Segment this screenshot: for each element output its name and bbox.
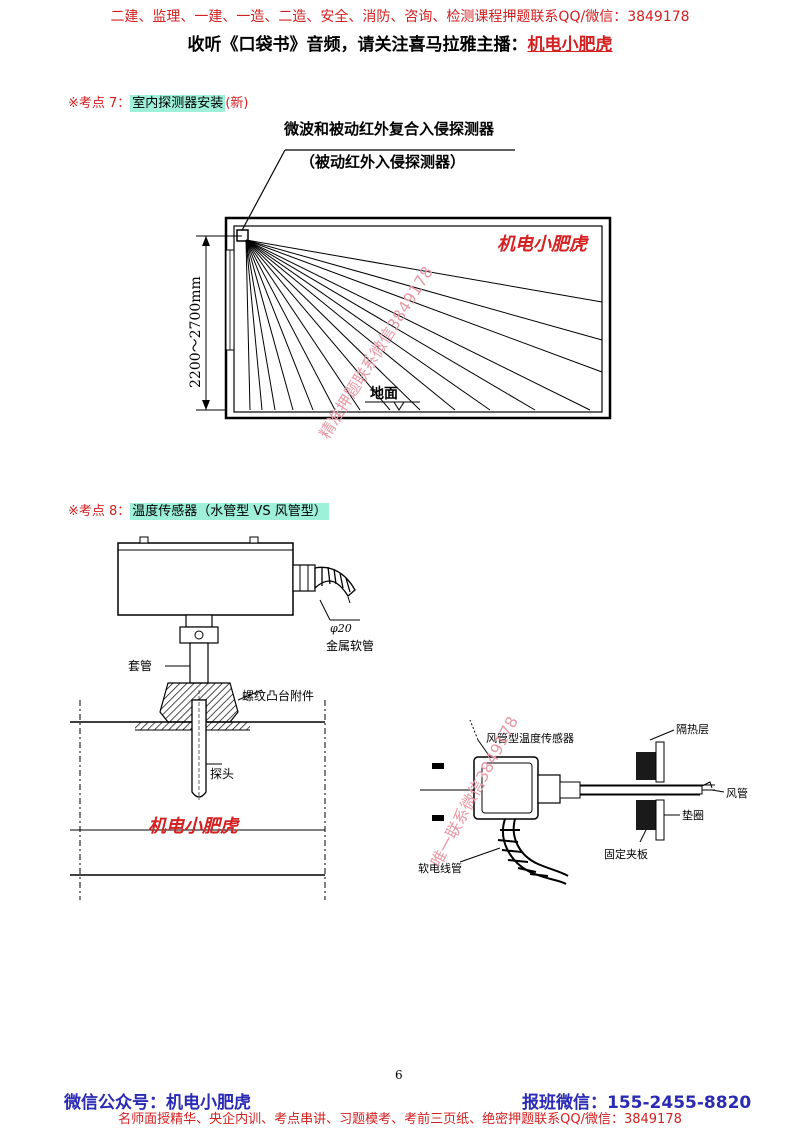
kp8-title: 温度传感器（水管型 VS 风管型）	[130, 503, 329, 520]
boss-label: 螺纹凸台附件	[242, 688, 314, 703]
sleeve-label: 套管	[128, 658, 152, 673]
kp8-heading: ※考点 8：温度传感器（水管型 VS 风管型）	[68, 500, 329, 520]
clamp-block	[636, 800, 656, 830]
kp8-duct-figure: 风管型温度传感器 隔热层 风管 垫圈 固定夹板 软电线管	[418, 719, 748, 885]
hose-diameter: φ20	[330, 622, 352, 635]
kp7-watermark-diagonal: 精准押题联系微信3849178	[315, 263, 437, 442]
kp8-prefix: ※考点 8：	[68, 504, 131, 519]
sleeve	[189, 642, 209, 684]
header-line-2-text: 收听《口袋书》音频，请关注喜马拉雅主播：	[187, 35, 528, 55]
page-number: 6	[395, 1068, 403, 1082]
clamp-label: 固定夹板	[604, 847, 648, 861]
kp7-label-sub: （被动红外入侵探测器）	[300, 153, 465, 171]
header-brand: 机电小肥虎	[527, 35, 613, 55]
height-dimension: 2200～2700mm	[188, 276, 204, 388]
sensor-housing	[117, 542, 294, 616]
gasket-label: 垫圈	[682, 808, 704, 822]
probe	[191, 699, 207, 798]
kp7-heading: ※考点 7：室内探测器安装(新)	[68, 92, 249, 112]
kp7-figure: 微波和被动红外复合入侵探测器 （被动红外入侵探测器） 2200～2700mm 地…	[188, 120, 612, 442]
kp7-watermark-brand: 机电小肥虎	[497, 234, 590, 255]
duct-sensor-body	[473, 756, 539, 820]
footer-class-wechat: 报班微信：155-2455-8820	[522, 1093, 752, 1113]
footer-line-2: 名师面授精华、央企内训、考点串讲、习题模考、考前三页纸、绝密押题联系QQ/微信：…	[118, 1112, 682, 1127]
hose-label: 金属软管	[326, 638, 374, 653]
floor-label: 地面	[370, 385, 398, 402]
footer-wechat-account: 微信公众号：机电小肥虎	[64, 1093, 251, 1113]
insulation-label: 隔热层	[676, 723, 709, 736]
probe-label: 探头	[210, 767, 234, 781]
kp7-title: 室内探测器安装	[130, 95, 226, 112]
duct-label: 风管	[726, 786, 748, 800]
kp7-prefix: ※考点 7：	[68, 96, 131, 111]
kp8-watermark-brand: 机电小肥虎	[148, 816, 241, 837]
kp8-water-figure: φ20 金属软管 套管 螺纹凸台附件 探头 机电小肥虎	[70, 536, 374, 900]
kp7-label-main: 微波和被动红外复合入侵探测器	[283, 120, 495, 138]
metal-hose	[314, 566, 356, 597]
cable-conduit	[497, 818, 569, 885]
duct-sensor-label: 风管型温度传感器	[486, 731, 574, 745]
detection-fan	[245, 239, 603, 411]
kp7-suffix: (新)	[225, 96, 249, 111]
header-line-2: 收听《口袋书》音频，请关注喜马拉雅主播：机电小肥虎	[0, 30, 800, 55]
conduit-label: 软电线管	[418, 861, 462, 875]
header-line-1: 二建、监理、一建、一造、二造、安全、消防、咨询、检测课程押题联系QQ/微信：38…	[110, 9, 690, 25]
insulation-block	[636, 752, 656, 780]
